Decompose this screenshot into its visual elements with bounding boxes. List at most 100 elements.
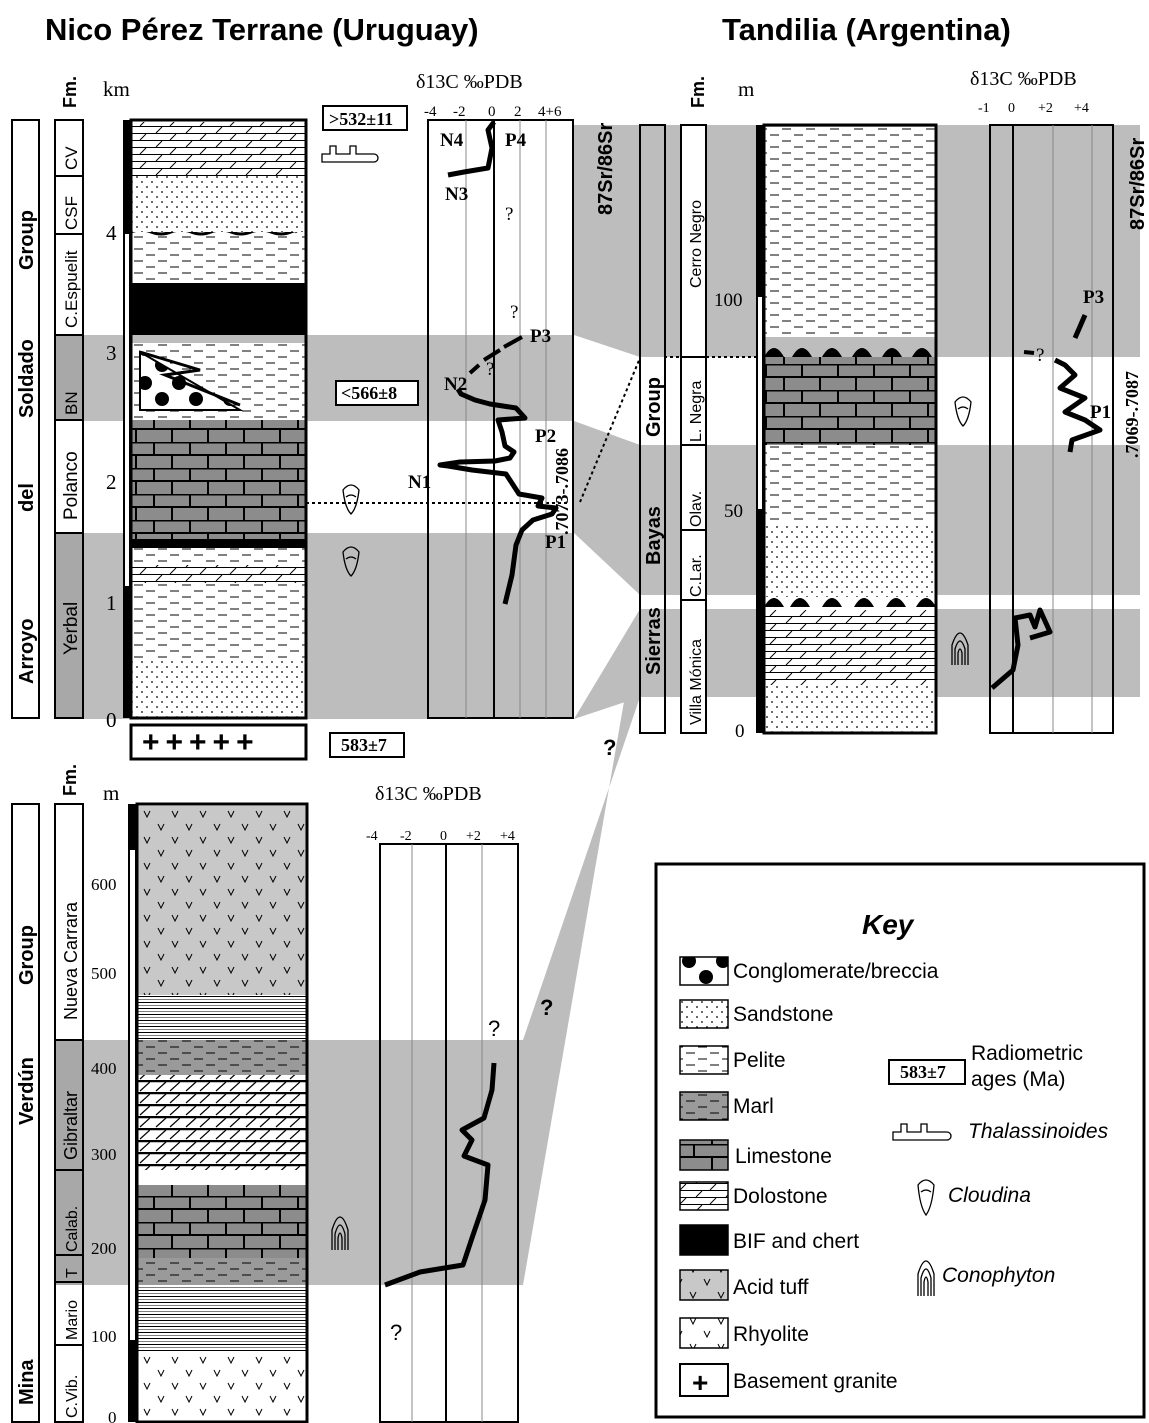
np-d13c-tick-4plus6: 4+6 [538,104,562,120]
mina-d13c-tick-m4: -4 [366,829,378,844]
key-swatch-conglomerate [679,956,729,986]
tandilia-depth-axis: 0 50 100 [714,125,764,742]
mina-depth-tick-100: 100 [91,1327,117,1346]
np-d13c-tick-m4: -4 [424,104,437,120]
np-ages: >532±11 <566±8 583±7 [322,105,419,758]
tandilia-depth-tick-50: 50 [724,501,743,522]
tandilia-group-word-group: Group [643,377,665,437]
np-d13c-tick-0: 0 [488,104,496,120]
mina-d13c-tick-2: +2 [466,829,481,844]
tandilia-m-label: m [738,77,754,101]
np-formation-bn: BN [62,391,81,415]
mina-depth-tick-400: 400 [91,1059,117,1078]
np-d13c-title: δ13C ‰PDB [416,71,523,93]
mina-formation-gibraltar: Gibraltar [61,1091,81,1160]
np-peak-p2: P2 [535,426,556,447]
mina-depth-tick-300: 300 [91,1145,117,1164]
key-title: Key [862,909,915,940]
tandilia-lithology-column [762,123,938,735]
tandilia-formation-cerro-negro: Cerro Negro [688,200,705,288]
key-label-pelite: Pelite [733,1049,786,1072]
tandilia-peak-p3: P3 [1083,287,1104,308]
key-swatch-limestone [679,1139,729,1171]
mina-group-word-group: Group [16,925,38,985]
tandilia-d13c-tick-4: +4 [1074,101,1089,116]
tandilia-d13c-tick-0: 0 [1008,101,1015,116]
key-swatch-basement [679,1363,729,1397]
np-peak-p4: P4 [505,130,527,151]
np-question-1: ? [505,204,513,225]
np-depth-axis: 0 1 2 3 4 [106,120,131,732]
np-peak-p3: P3 [530,326,551,347]
mina-question-bottom: ? [390,1320,402,1345]
key-cloudina-icon [917,1179,935,1217]
np-formation-polanco: Polanco [61,451,82,520]
key-age-sample-box [888,1059,966,1085]
np-formation-cespuelit: C.Espuelit [62,250,81,328]
key-swatch-sandstone [679,999,729,1029]
np-lithology-column: +++++ [129,118,308,761]
np-d13c-curve [437,387,559,605]
mina-depth-tick-0: 0 [108,1408,117,1423]
key-label-cloudina: Cloudina [948,1184,1031,1207]
tandilia-depth-tick-0: 0 [735,721,745,742]
mina-d13c-tick-4: +4 [500,829,515,844]
tandilia-d13c-curve-lower [990,607,1053,690]
tandilia-group-word-sierras: Sierras [643,607,665,675]
key-label-sandstone: Sandstone [733,1003,833,1026]
np-peak-n4: N4 [440,130,464,151]
key-age-label-line2: ages (Ma) [971,1068,1066,1091]
mina-fm-header: Fm. [60,764,80,796]
np-d13c-tick-m2: -2 [453,104,466,120]
tandilia-group-word-bayas: Bayas [643,506,665,565]
tandilia-formation-villa-monica: Villa Mónica [688,639,705,725]
np-group-column [11,119,40,719]
np-sr-header: 87Sr/86Sr [595,122,617,215]
mina-formation-t: T [64,1268,81,1278]
tandilia-cloudina-icon [954,396,972,427]
np-depth-tick-1: 1 [106,591,117,615]
np-question-2: ? [510,302,518,323]
key-label-bif: BIF and chert [733,1230,859,1253]
key-label-conglomerate: Conglomerate/breccia [733,960,939,983]
mina-formation-calab: Calab. [64,1206,81,1252]
title-tandilia: Tandilia (Argentina) [722,12,1011,47]
mina-group-word-mina: Mina [16,1359,38,1405]
np-group-word-del: del [16,483,38,512]
tandilia-d13c-curve-upper [1053,357,1103,453]
mina-d13c-title: δ13C ‰PDB [375,783,482,805]
np-group-word-soldado: Soldado [16,339,38,418]
np-basement-granite: +++++ [142,726,260,759]
title-nico-perez: Nico Pérez Terrane (Uruguay) [45,12,479,47]
np-d13c-curve-top [447,120,496,178]
np-d13c-panel: δ13C ‰PDB -4 -2 0 2 4+6 N4 P4 N3 P3 N2 P… [408,71,617,719]
key-label-limestone: Limestone [735,1145,832,1168]
tandilia-d13c-title: δ13C ‰PDB [970,68,1077,90]
np-formation-cv: CV [62,146,81,170]
key-age-label-line1: Radiometric [971,1042,1083,1065]
key-swatch-marl [679,1091,729,1121]
tandilia-conophyton-icon [951,632,969,665]
mina-m-label: m [103,781,119,805]
mina-d13c-tick-m2: -2 [400,829,412,844]
mina-depth-tick-500: 500 [91,964,117,983]
np-age-566: <566±8 [341,383,397,403]
key-legend: Key Conglomerate/breccia Sandstone Pelit… [654,862,1146,1419]
key-conophyton-icon [917,1260,935,1296]
mina-question-top: ? [488,1016,500,1041]
mina-group-column: Mina Verdún Group [11,803,40,1423]
key-label-basement: Basement granite [733,1370,898,1393]
tandilia-peak-p1: P1 [1090,402,1111,423]
connector-question-1: ? [603,735,616,760]
mina-depth-axis: 0 100 200 300 400 500 600 [91,804,137,1423]
mina-d13c-panel: δ13C ‰PDB -4 -2 0 +2 +4 ? ? [366,783,519,1423]
key-swatch-dolostone [679,1181,729,1211]
connector-question-2: ? [540,995,553,1020]
key-swatch-bif [679,1224,729,1256]
mina-d13c-tick-0: 0 [440,829,447,844]
np-group-label: Arroyo del Soldado Group [16,210,38,684]
np-age-583: 583±7 [341,735,387,755]
np-group-word-arroyo: Arroyo [16,618,38,684]
key-swatch-acid-tuff [679,1269,729,1301]
